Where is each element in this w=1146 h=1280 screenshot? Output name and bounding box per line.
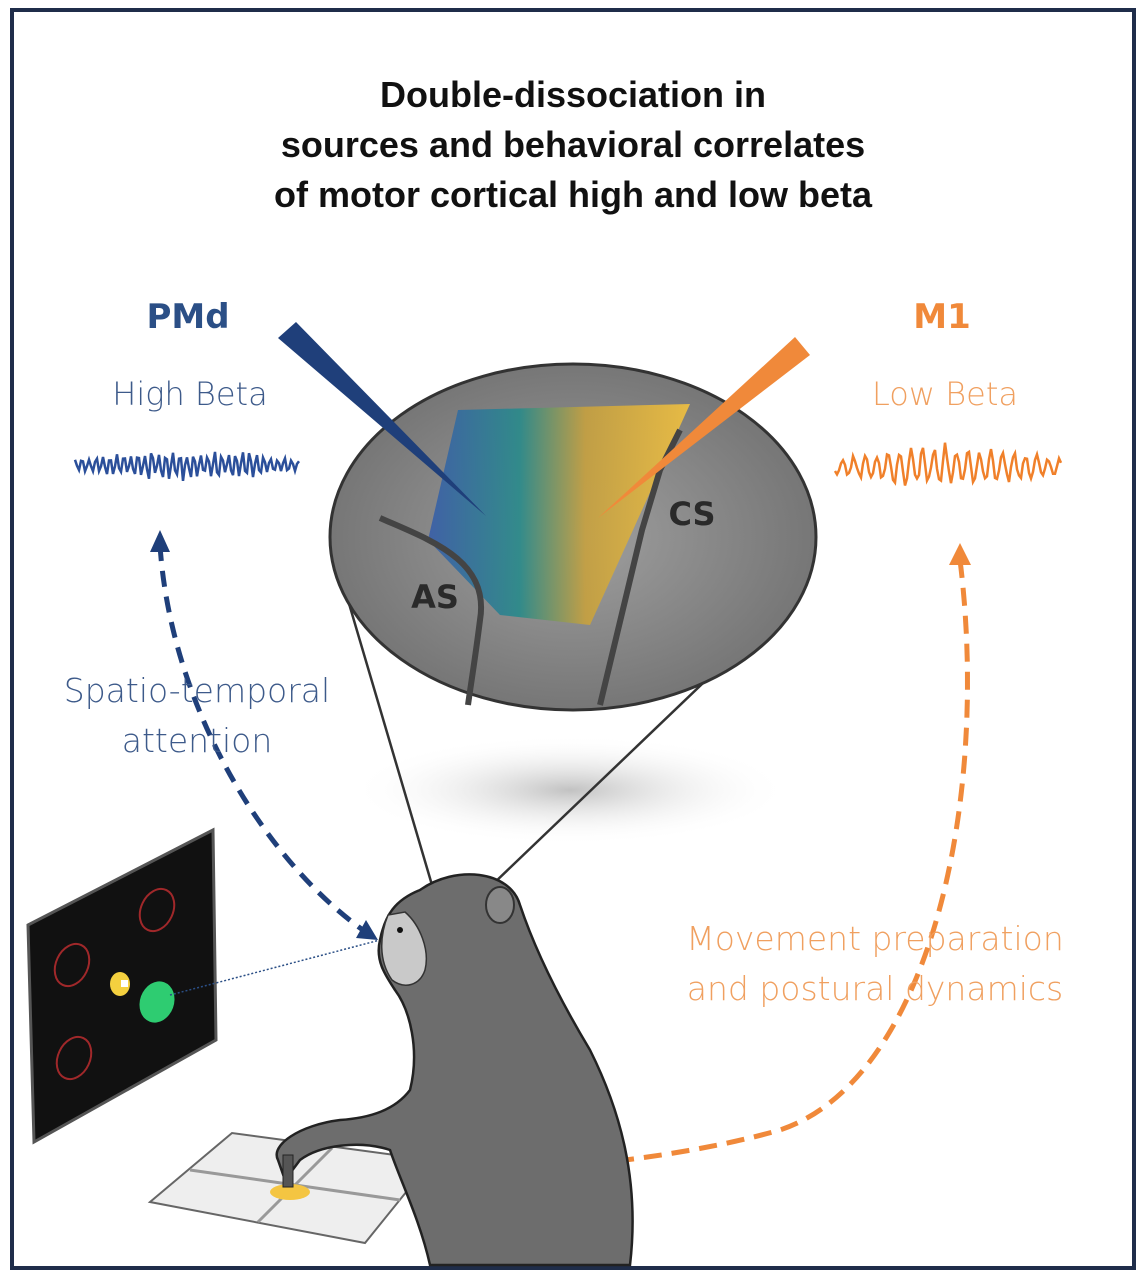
movement-text-line-1: Movement preparation [686, 919, 1064, 958]
movement-text-line-2: and postural dynamics [687, 969, 1063, 1008]
central-sulcus [597, 428, 683, 706]
cursor-marker [121, 980, 128, 987]
cue-dot [110, 972, 130, 996]
target-circle [138, 887, 176, 933]
title-line-2: sources and behavioral correlates [281, 124, 865, 165]
title-line-1: Double-dissociation in [380, 74, 766, 115]
task-screen [26, 827, 218, 1145]
attention-text-line-2: attention [122, 721, 273, 760]
go-target [139, 981, 175, 1023]
low-beta-label: Low Beta [872, 375, 1018, 413]
high-beta-label: High Beta [112, 375, 267, 413]
frame-border [10, 8, 1136, 1270]
m1-electrode [598, 337, 810, 518]
pmd-label: PMd [146, 297, 229, 337]
title-line-3: of motor cortical high and low beta [274, 174, 873, 215]
attention-arrowhead-top [150, 530, 170, 552]
gaze-line [169, 939, 381, 996]
low-beta-waveform [833, 442, 1063, 486]
high-beta-waveform [73, 451, 301, 482]
joystick [282, 1154, 294, 1188]
arcuate-sulcus [378, 515, 485, 706]
as-label: AS [411, 578, 459, 616]
touch-tablet [147, 1131, 434, 1245]
target-circle [53, 942, 91, 988]
pmd-electrode [278, 322, 486, 516]
touch-target [270, 1184, 310, 1200]
target-circle [55, 1035, 93, 1081]
cs-label: CS [668, 495, 715, 533]
attention-text-line-1: Spatio-temporal [64, 671, 330, 710]
brain-shadow [350, 735, 790, 845]
source-gradient-map [428, 404, 690, 625]
movement-arrowhead-top [949, 543, 971, 565]
brain-magnified: AS CS [328, 362, 818, 712]
attention-arrowhead-bottom [356, 920, 378, 940]
m1-label: M1 [913, 297, 971, 337]
zoom-line-left [343, 589, 434, 886]
attention-arrow [157, 544, 372, 938]
monkey-illustration [275, 873, 634, 1267]
